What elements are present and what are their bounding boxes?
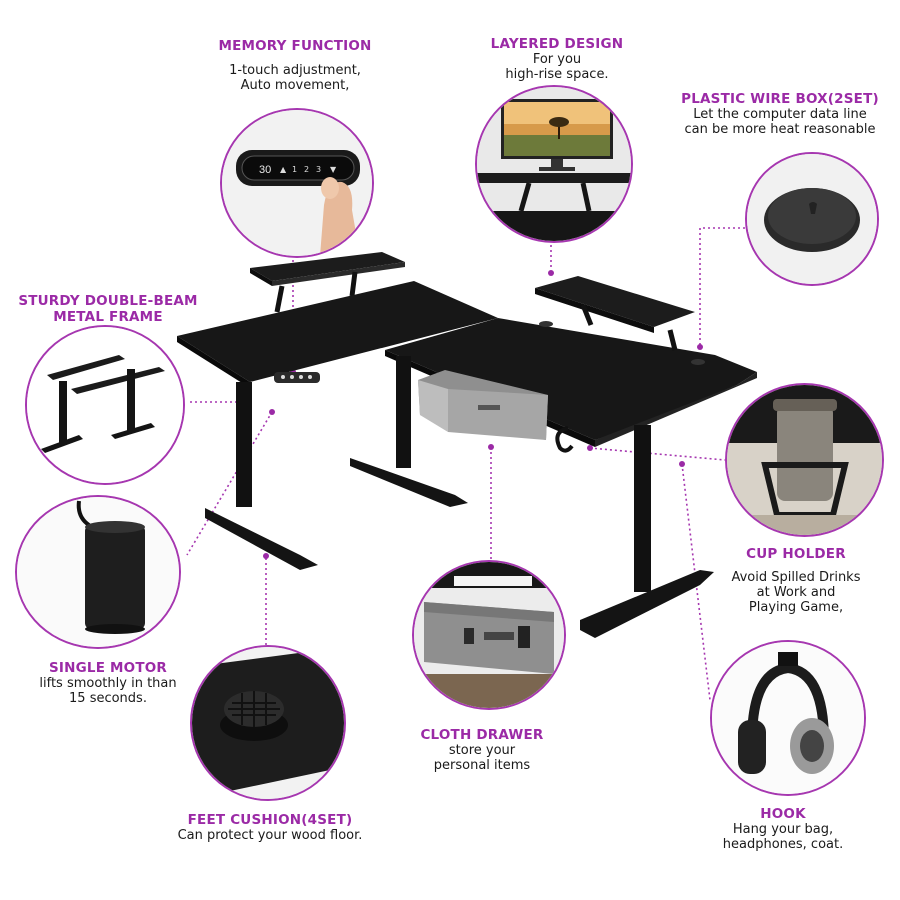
metal-frame-label: STURDY DOUBLE-BEAM METAL FRAME [8, 293, 208, 325]
hook-title: HOOK [760, 806, 806, 822]
grommet-image [747, 154, 877, 284]
memory-function-desc-line2: Auto movement, [240, 78, 350, 93]
cup-holder-title: CUP HOLDER [746, 546, 846, 562]
single-motor-desc-line1: lifts smoothly in than [39, 676, 177, 691]
single-motor-label: SINGLE MOTOR lifts smoothly in than 15 s… [8, 660, 208, 706]
wire-box-desc-line1: Let the computer data line [693, 107, 867, 122]
cup-holder-image [727, 385, 882, 535]
wire-box-title: PLASTIC WIRE BOX(2SET) [681, 91, 879, 107]
cloth-drawer-desc-line1: store your [448, 743, 516, 758]
hook-circle [710, 640, 866, 796]
frame-image [27, 327, 183, 483]
drawer-image [414, 562, 564, 708]
metal-frame-circle [25, 325, 185, 485]
cup-holder-desc-line3: Playing Game, [748, 600, 844, 615]
single-motor-circle [15, 495, 181, 649]
feet-cushion-label: FEET CUSHION(4SET) Can protect your wood… [150, 812, 390, 843]
metal-frame-title-line1: STURDY DOUBLE-BEAM [18, 293, 198, 309]
cloth-drawer-circle [412, 560, 566, 710]
layered-design-label: LAYERED DESIGN For you high-rise space. [457, 36, 657, 82]
cloth-drawer-title: CLOTH DRAWER [420, 727, 544, 743]
memory-function-label: MEMORY FUNCTION 1-touch adjustment, Auto… [195, 38, 395, 93]
control-display-text: 30 [259, 164, 271, 176]
cup-holder-desc-line1: Avoid Spilled Drinks [731, 570, 861, 585]
layered-design-desc-line2: high-rise space. [505, 67, 609, 82]
feet-cushion-title: FEET CUSHION(4SET) [187, 812, 353, 828]
wire-box-desc-line2: can be more heat reasonable [684, 122, 876, 137]
feet-cushion-circle [190, 645, 346, 801]
memory-function-desc-line1: 1-touch adjustment, [229, 63, 361, 78]
single-motor-title: SINGLE MOTOR [48, 660, 168, 676]
motor-image [17, 497, 179, 647]
cup-holder-circle [725, 383, 884, 537]
control-key-1: 1 [292, 165, 297, 174]
control-key-down: ▼ [330, 165, 337, 174]
memory-function-circle: 30 ▲ 1 2 3 ▼ [220, 108, 374, 258]
feet-cushion-image [192, 647, 344, 799]
cloth-drawer-label: CLOTH DRAWER store your personal items [382, 727, 582, 773]
control-key-3: 3 [316, 165, 321, 174]
control-key-up: ▲ [280, 165, 287, 174]
feet-cushion-desc-line1: Can protect your wood floor. [177, 828, 363, 843]
headphone-hook-image [712, 642, 864, 794]
cloth-drawer-desc-line2: personal items [433, 758, 531, 773]
control-panel-image: 30 ▲ 1 2 3 ▼ [222, 110, 372, 256]
wire-box-label: PLASTIC WIRE BOX(2SET) Let the computer … [668, 91, 892, 137]
wire-box-circle [745, 152, 879, 286]
metal-frame-title-line2: METAL FRAME [53, 309, 163, 325]
hook-label: HOOK Hang your bag, headphones, coat. [683, 806, 883, 852]
layered-design-title: LAYERED DESIGN [490, 36, 624, 52]
hook-desc-line2: headphones, coat. [722, 837, 844, 852]
cup-holder-desc-line2: at Work and [756, 585, 836, 600]
control-key-2: 2 [304, 165, 309, 174]
memory-function-title: MEMORY FUNCTION [218, 38, 372, 54]
monitor-riser-image [477, 87, 631, 241]
layered-design-desc-line1: For you [532, 52, 582, 67]
layered-design-circle [475, 85, 633, 243]
single-motor-desc-line2: 15 seconds. [69, 691, 147, 706]
hook-desc-line1: Hang your bag, [732, 822, 834, 837]
cup-holder-label: CUP HOLDER Avoid Spilled Drinks at Work … [696, 546, 896, 615]
